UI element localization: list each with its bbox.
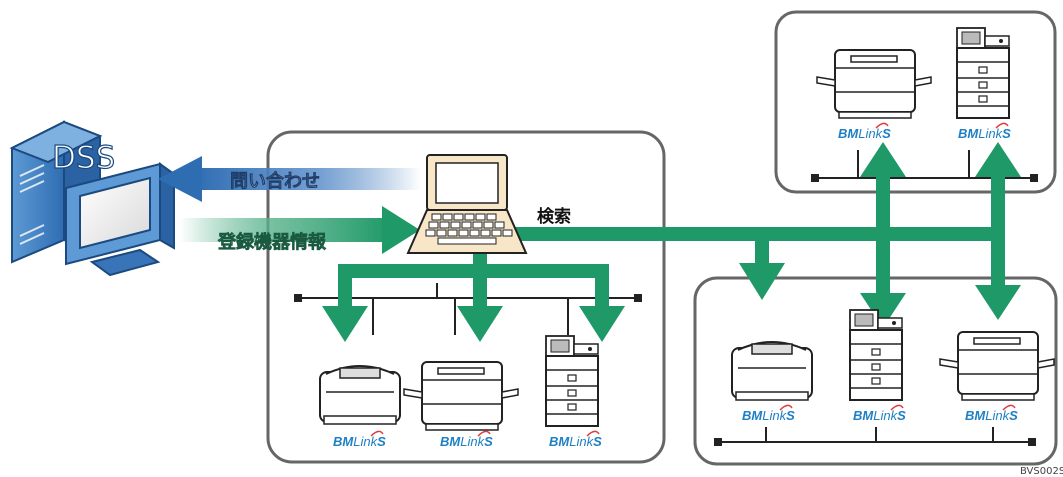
bmlinks-logo-swoosh <box>1002 404 1016 411</box>
bmlinks-logo-tail: S <box>882 126 891 141</box>
search-arrows <box>322 142 1021 342</box>
dss-server-computer <box>9 120 175 277</box>
bmlinks-logo-suffix: Link <box>873 408 898 423</box>
bmlinks-logo-swoosh <box>779 404 793 411</box>
registered-info-label: 登録機器情報 <box>217 231 327 253</box>
bmlinks-logo-tail: S <box>1002 126 1011 141</box>
bmlinks-logo-prefix: BM <box>838 126 859 141</box>
bus-line-bottom-right <box>718 427 1032 443</box>
multifunction-tower-top-right <box>956 27 1010 119</box>
bmlinks-logo-prefix: BM <box>549 434 570 449</box>
inquiry-label: 問い合わせ <box>230 170 320 192</box>
bmlinks-logo-tail: S <box>897 408 906 423</box>
dss-label: DSS <box>52 140 115 176</box>
bmlinks-logo-suffix: Link <box>858 126 883 141</box>
bmlinks-logo-suffix: Link <box>762 408 787 423</box>
bmlinks-logo-swoosh <box>477 430 491 437</box>
bmlinks-logo-suffix: Link <box>569 434 594 449</box>
bmlinks-logo: BMLinkS <box>965 408 1018 423</box>
printer-medium-bottom-right <box>939 331 1055 401</box>
figure-code: BVS002S <box>1020 466 1063 477</box>
bmlinks-logo-prefix: BM <box>333 434 354 449</box>
printer-small-center <box>319 365 401 425</box>
bmlinks-logo: BMLinkS <box>853 408 906 423</box>
bmlinks-logo-prefix: BM <box>853 408 874 423</box>
bus-line-center <box>298 283 638 335</box>
bmlinks-logo-suffix: Link <box>978 126 1003 141</box>
bmlinks-logo: BMLinkS <box>742 408 795 423</box>
bmlinks-logo-prefix: BM <box>440 434 461 449</box>
bmlinks-logo-swoosh <box>875 122 889 129</box>
bmlinks-logo-suffix: Link <box>460 434 485 449</box>
search-label: 検索 <box>537 206 571 227</box>
inquiry-arrow <box>158 156 421 202</box>
laptop-computer <box>406 154 528 254</box>
bmlinks-logo: BMLinkS <box>333 434 386 449</box>
multifunction-tower-bottom-right <box>849 309 903 401</box>
bmlinks-logo: BMLinkS <box>440 434 493 449</box>
registered-info-arrow <box>180 206 420 254</box>
bmlinks-logo-suffix: Link <box>353 434 378 449</box>
bmlinks-logo: BMLinkS <box>958 126 1011 141</box>
bmlinks-logo-tail: S <box>786 408 795 423</box>
bmlinks-logo-tail: S <box>377 434 386 449</box>
bmlinks-logo-suffix: Link <box>985 408 1010 423</box>
bmlinks-logo-tail: S <box>484 434 493 449</box>
bmlinks-logo-swoosh <box>995 122 1009 129</box>
printer-medium-center <box>403 361 519 431</box>
bmlinks-logo-swoosh <box>370 430 384 437</box>
multifunction-tower-center <box>545 335 599 427</box>
printer-medium-top-right <box>816 49 932 119</box>
bmlinks-logo-swoosh <box>586 430 600 437</box>
printer-small-bottom-right <box>731 341 813 401</box>
bmlinks-logo-swoosh <box>890 404 904 411</box>
bmlinks-logo-prefix: BM <box>965 408 986 423</box>
bmlinks-logo: BMLinkS <box>549 434 602 449</box>
bmlinks-logo-tail: S <box>593 434 602 449</box>
bmlinks-logo-tail: S <box>1009 408 1018 423</box>
bmlinks-logo: BMLinkS <box>838 126 891 141</box>
bmlinks-logo-prefix: BM <box>742 408 763 423</box>
bmlinks-logo-prefix: BM <box>958 126 979 141</box>
